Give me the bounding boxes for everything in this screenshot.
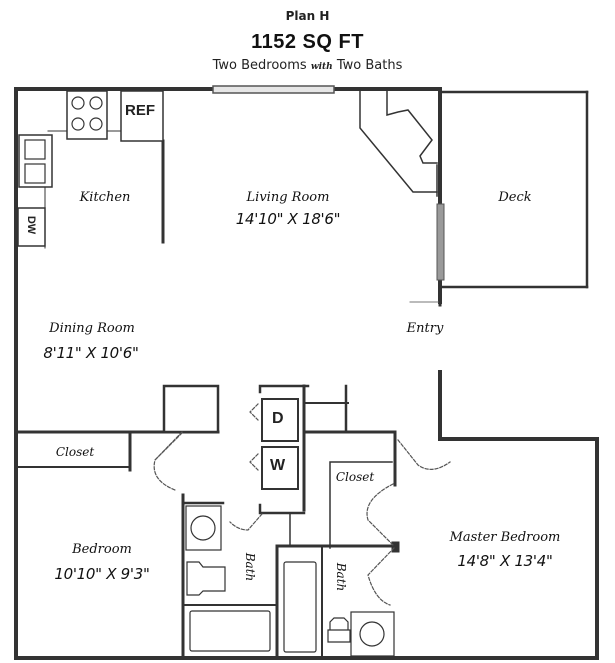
dining-room-label: Dining Room [49,321,135,336]
dining-room-dimensions: 8'11" X 10'6" [43,344,139,362]
bath1-toilet [186,561,226,596]
dryer [261,398,299,442]
bedroom-dimensions: 10'10" X 9'3" [54,565,150,583]
dishwasher-label: DW [25,215,37,235]
washer [261,446,299,490]
living-room-dimensions: 14'10" X 18'6" [235,210,341,228]
deck-slider-door [436,203,445,281]
interior-walls [14,384,400,660]
bath2-toilet [327,617,351,643]
outer-walls [14,87,599,660]
bedroom-closet-label: Closet [55,445,95,459]
bath2-sink [359,621,385,647]
subtitle-baths: Two Baths [336,58,403,73]
bath-1-label: Bath [243,552,257,582]
sink [18,134,53,188]
bath1-sink [190,515,216,541]
refrigerator-label: REF [125,102,155,119]
square-footage: 1152 SQ FT [251,31,364,53]
fireplace-outline [359,89,438,197]
master-closet-label: Closet [335,470,375,484]
plan-name: Plan H [285,9,330,23]
master-bedroom-label: Master Bedroom [449,530,561,545]
kitchen-label: Kitchen [79,190,131,205]
entry-label: Entry [406,321,444,336]
plan-subtitle: Two Bedrooms with Two Baths [0,58,615,73]
subtitle-with: with [310,62,333,72]
bedroom-label: Bedroom [72,542,132,557]
bath2-tub [283,561,317,653]
dishwasher [17,207,46,247]
stove [66,90,108,140]
living-room-label: Living Room [246,190,330,205]
master-bedroom-dimensions: 14'8" X 13'4" [457,552,553,570]
subtitle-bedrooms: Two Bedrooms [212,58,307,73]
living-room-window [212,85,335,94]
washer-label: W [270,457,286,474]
bath1-tub [189,610,271,652]
bath-2-label: Bath [334,562,348,592]
refrigerator [120,90,164,142]
door-swings [153,403,451,606]
deck-label: Deck [498,190,532,205]
deck-outline [441,90,589,289]
dryer-label: D [272,410,284,427]
